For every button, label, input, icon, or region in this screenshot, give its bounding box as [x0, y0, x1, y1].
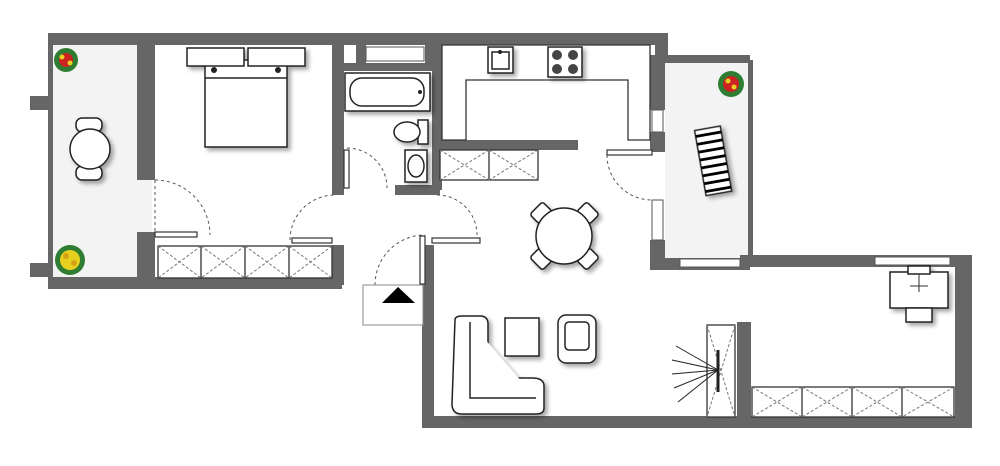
round-table-icon: [69, 117, 111, 181]
stove-icon: [547, 46, 583, 78]
wall: [356, 45, 366, 67]
window: [365, 46, 425, 62]
wall: [332, 245, 344, 285]
wall: [137, 232, 155, 282]
sun-lounger-icon: [693, 125, 733, 197]
armchair-icon: [557, 314, 597, 364]
coffee-table-icon: [504, 317, 540, 357]
window: [874, 256, 951, 266]
wall: [432, 45, 442, 190]
bathroom-door: [343, 147, 388, 189]
wall: [30, 263, 48, 277]
toilet-icon: [393, 119, 429, 145]
double-bed-icon: [186, 47, 306, 148]
wall: [650, 55, 665, 110]
wall: [737, 322, 751, 422]
walls: [30, 33, 972, 428]
kitchen-balcony-door: [606, 149, 653, 201]
desk-icon: [889, 265, 949, 323]
wall: [335, 63, 435, 71]
bathtub-icon: [344, 72, 431, 112]
wall: [332, 45, 344, 195]
sink-icon: [404, 149, 428, 183]
window: [651, 109, 664, 133]
corner-sofa-icon: [451, 315, 545, 415]
wall: [655, 55, 750, 63]
wall: [440, 140, 578, 150]
entrance-area: [362, 284, 424, 326]
floor-lamp-icon: [671, 345, 720, 403]
kitchen-sink-icon: [487, 46, 514, 74]
potted-plant-icon: [718, 71, 744, 97]
front-door: [374, 234, 481, 286]
wall: [48, 33, 668, 45]
potted-plant-icon: [55, 245, 85, 275]
wall: [748, 60, 753, 265]
potted-plant-icon: [54, 48, 78, 72]
wall: [30, 96, 48, 110]
wall: [422, 245, 434, 425]
wall: [137, 45, 155, 180]
wall: [48, 277, 342, 289]
entrance-arrow-icon: [382, 287, 415, 303]
wall: [422, 416, 972, 428]
kitchen-cabinets: [439, 149, 539, 181]
doors: [154, 147, 653, 286]
bedroom-door: [289, 194, 336, 244]
kitchen-door-to-hall: [436, 194, 478, 236]
wall: [395, 185, 440, 195]
study-cabinets: [751, 386, 955, 418]
wall: [650, 132, 665, 152]
wall: [955, 255, 972, 428]
bedroom-wardrobe: [157, 245, 333, 279]
dining-table-icon: [530, 202, 599, 270]
window: [679, 258, 741, 268]
hallway-floor: [342, 195, 432, 290]
wall: [48, 33, 53, 288]
window: [651, 199, 664, 241]
balcony-left-door: [154, 179, 211, 238]
windows: [365, 46, 951, 268]
